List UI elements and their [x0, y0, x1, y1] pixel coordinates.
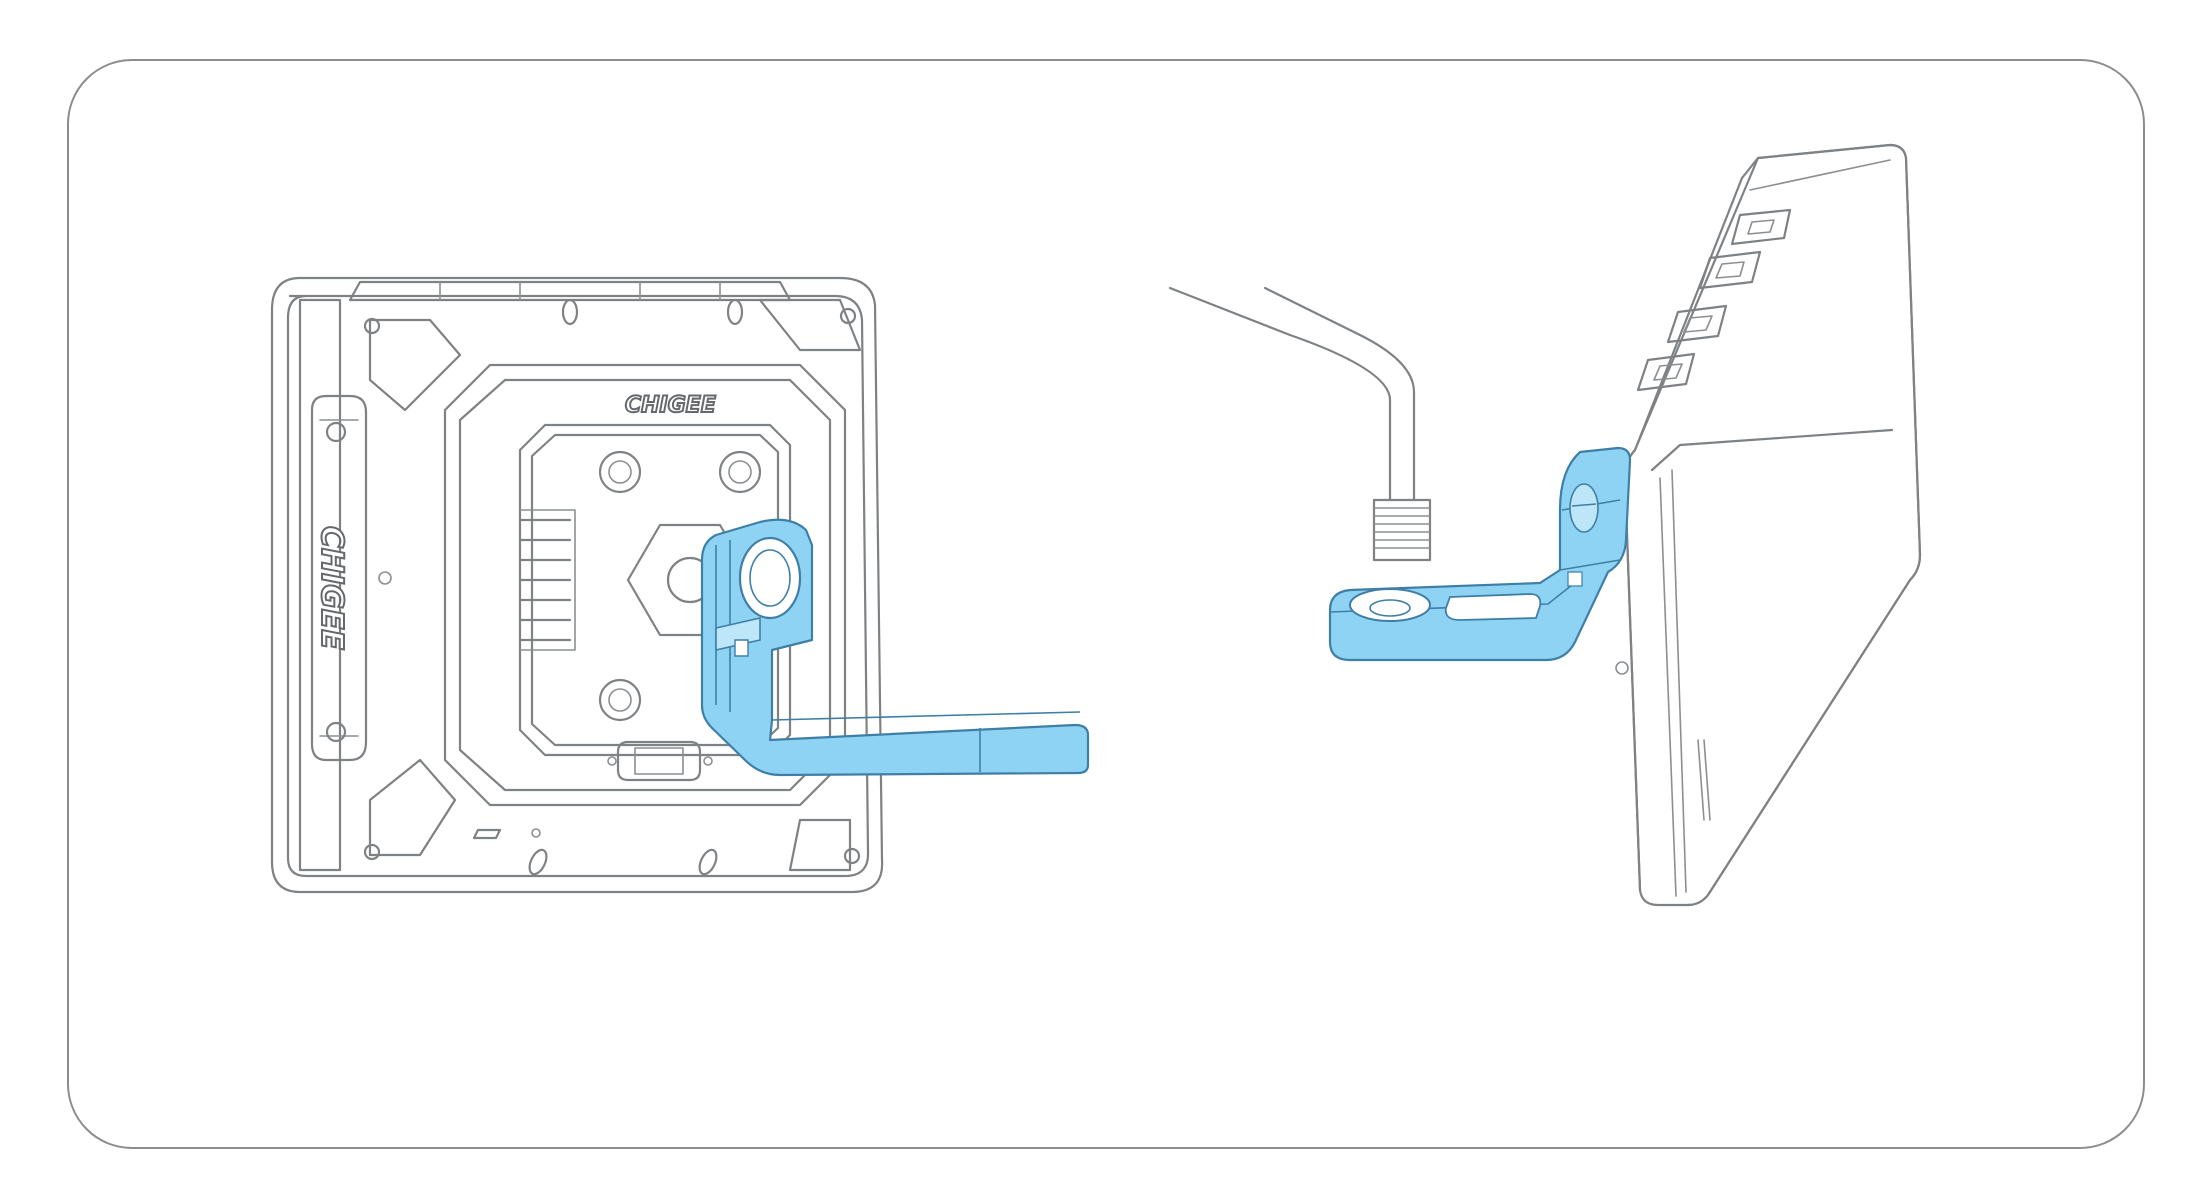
handlebar-bracket-side: [1328, 446, 1632, 662]
svg-text:CHIGEE: CHIGEE: [314, 526, 349, 650]
side-brand-logo: CHIGEE: [313, 525, 350, 651]
side-buttons: [1636, 208, 1792, 392]
rear-view-device: CHIGEE CHIGEE: [270, 276, 1090, 894]
handlebar-bracket-rear: [700, 518, 1090, 777]
mirror-stem: [1168, 286, 1432, 562]
side-view-device: [1168, 143, 1922, 907]
heat-sink-fins: [518, 509, 576, 651]
svg-text:CHIGEE: CHIGEE: [625, 393, 716, 418]
